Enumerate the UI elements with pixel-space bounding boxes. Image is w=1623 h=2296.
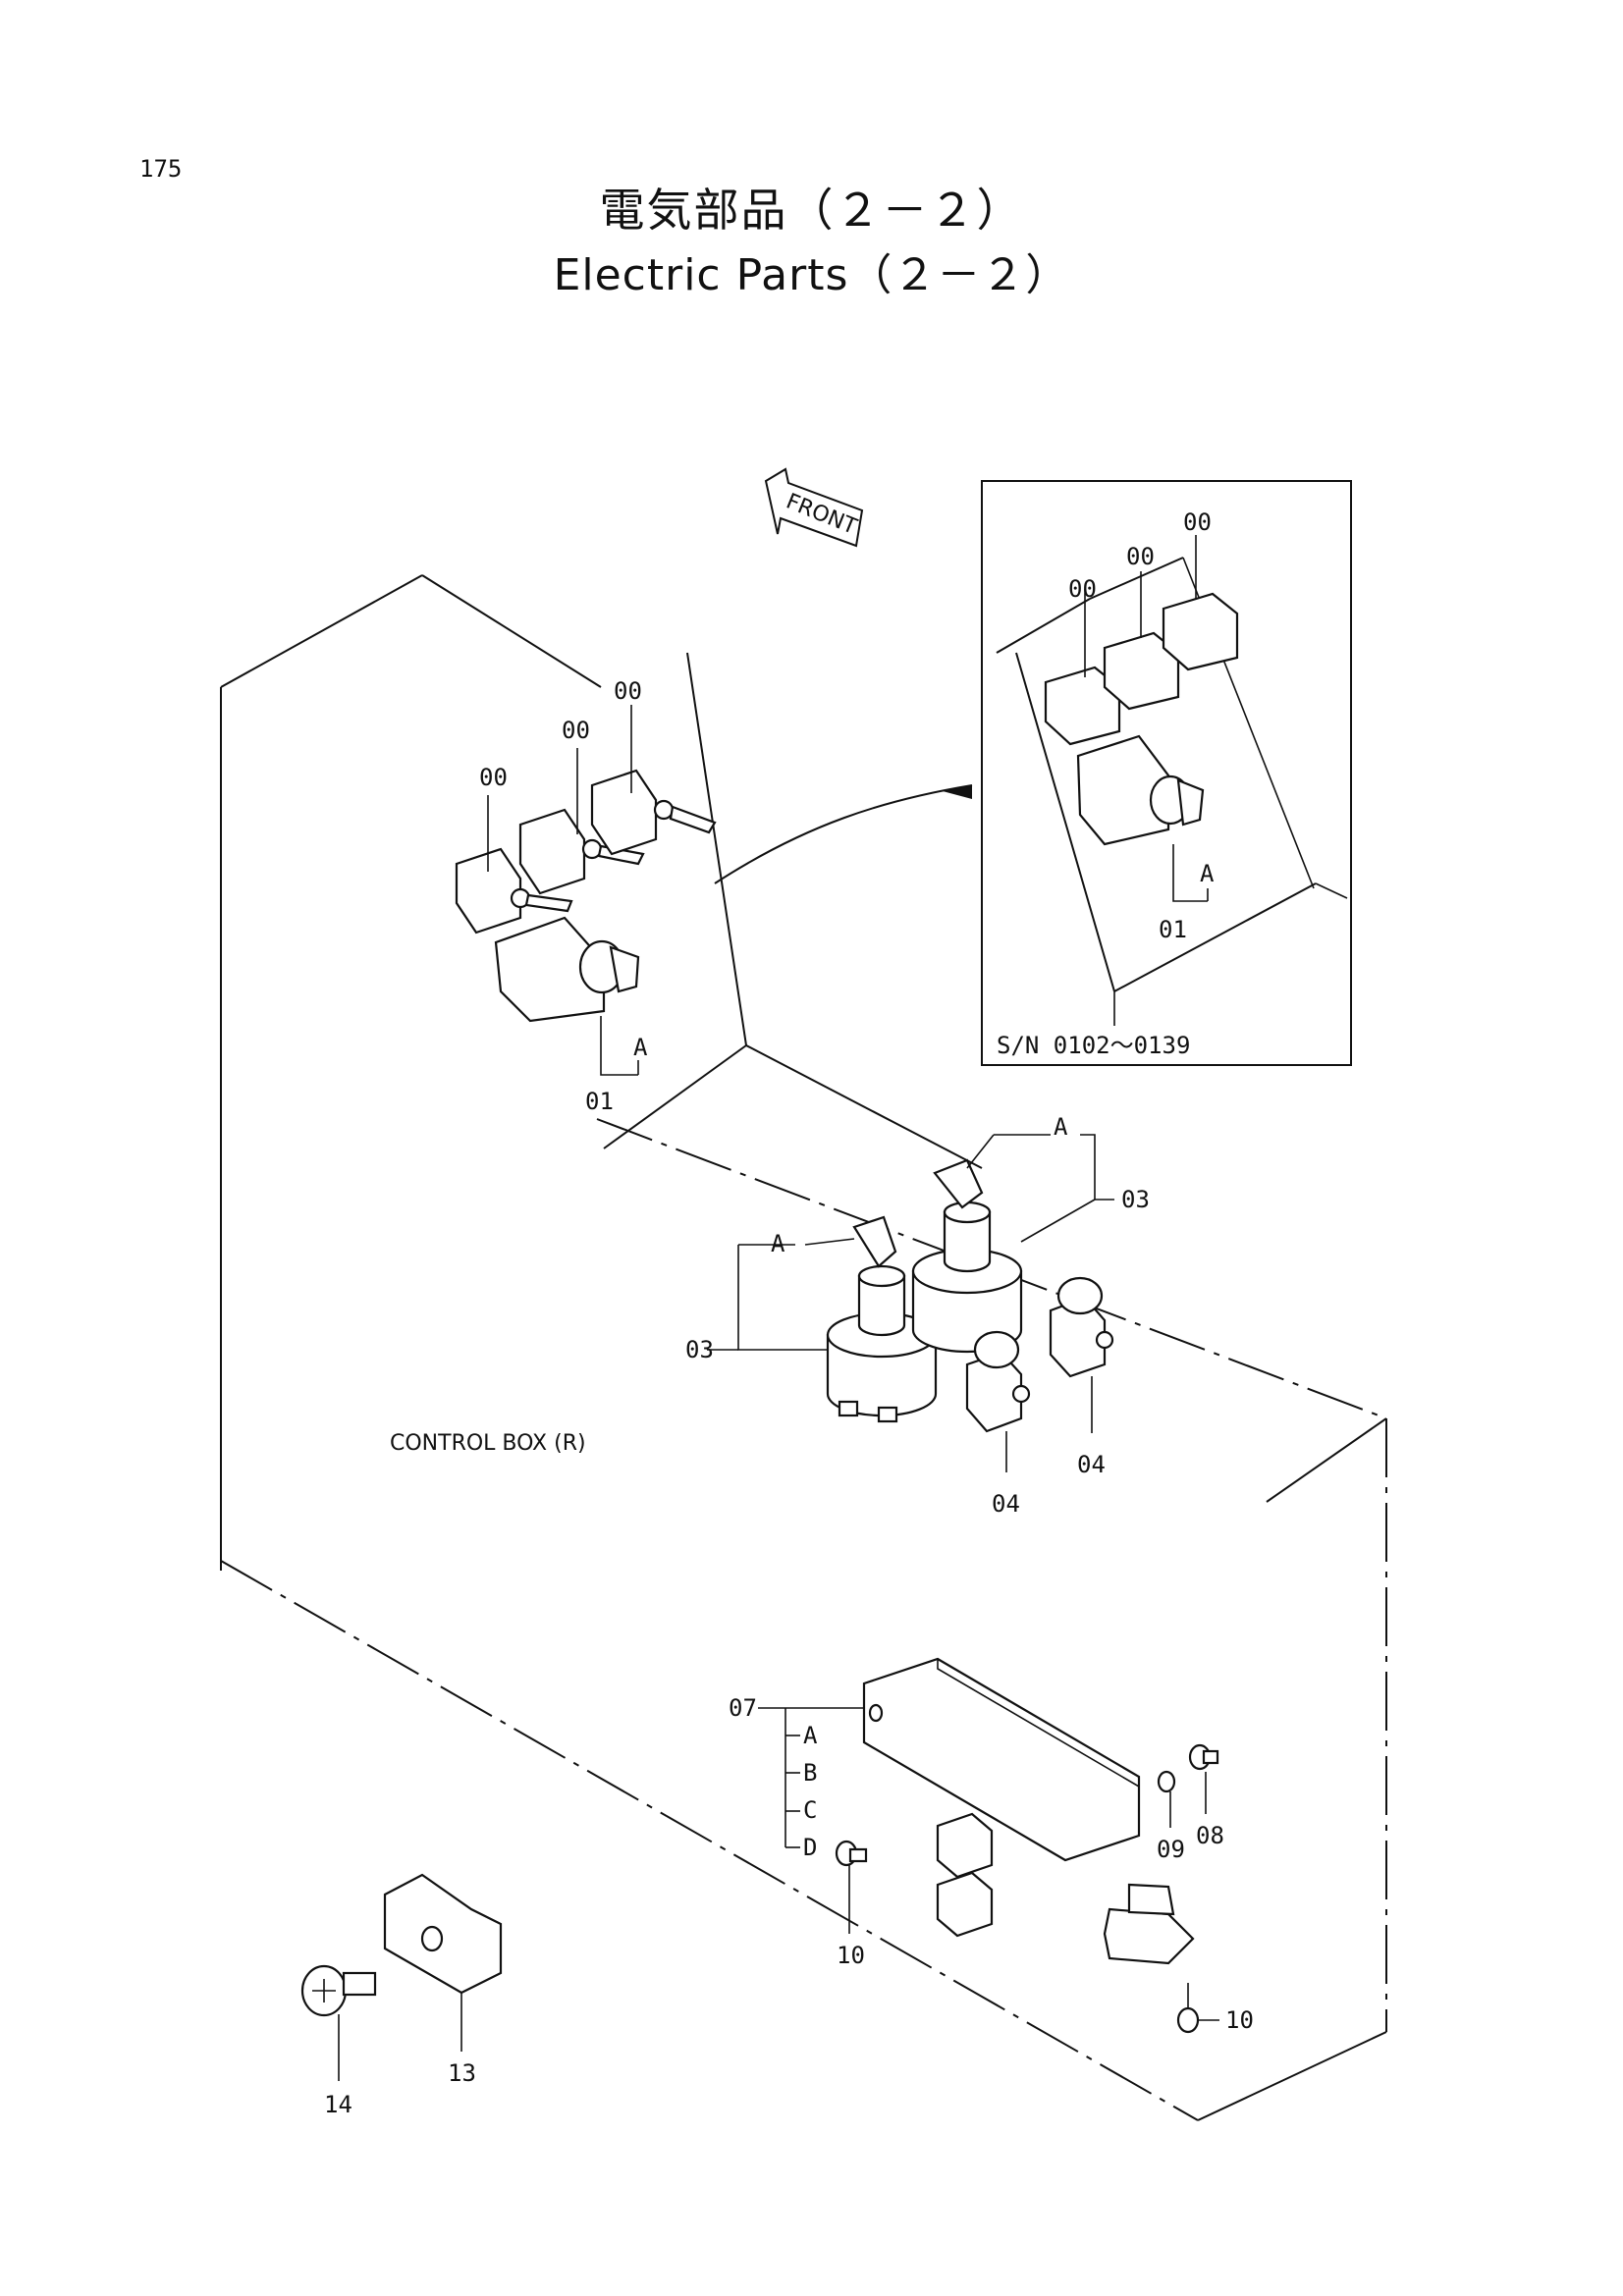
screw-08-icon [1188,1743,1219,1771]
washer-icon [1157,1770,1176,1793]
clamp-block [383,1873,503,1995]
callout-relay-A: A [803,1722,818,1749]
callout-inset-00-c: 00 [1183,508,1212,536]
toggle-switch-1 [455,847,573,934]
rotary-switch [494,916,640,1023]
push-switch-right [1049,1276,1114,1378]
screw-10-right-icon [1176,2006,1219,2034]
control-box-label: CONTROL BOX (R) [390,1431,586,1456]
callout-relay-D: D [803,1834,817,1861]
serial-number-note: S/N 0102～0139 [997,1032,1190,1059]
callout-relay-B: B [803,1759,817,1787]
screw-10-left-icon [835,1840,868,1867]
bolt-icon [300,1964,377,2017]
callout-key-03-left: 03 [685,1336,714,1363]
push-switch-left [965,1330,1031,1433]
callout-relay-C: C [803,1796,817,1824]
callout-screw-10-right: 10 [1225,2006,1254,2034]
callout-screw-10-left: 10 [837,1942,865,1969]
page-title-japanese: 電気部品（２－２） [599,184,1024,237]
callout-relay-07: 07 [729,1694,757,1722]
callout-inset-A: A [1200,860,1215,887]
front-arrow-icon: FRONT [764,467,864,548]
inset-detail: 00 00 00 A 01 S/N 0102～0139 [981,480,1352,1066]
detail-connector [714,784,973,884]
toggle-switch-3 [590,769,717,856]
callout-inset-00-a: 00 [1068,575,1097,603]
detail-connector-thick [943,785,972,799]
callout-main-00-b: 00 [562,717,590,744]
callout-bolt-14: 14 [324,2091,352,2118]
callout-key-A-right: A [1054,1113,1068,1141]
callout-key-03-right: 03 [1121,1186,1150,1213]
callout-push-04-right: 04 [1077,1451,1106,1478]
callout-inset-01: 01 [1159,916,1187,943]
callout-inset-00-b: 00 [1126,543,1155,570]
callout-washer-09: 09 [1157,1836,1185,1863]
callout-key-A-left: A [771,1230,785,1257]
control-box-outline [220,574,1387,2121]
page-number: 175 [139,155,183,183]
callout-main-00-c: 00 [614,677,642,705]
key-switch-right [911,1158,1023,1354]
relay-unit [862,1657,1141,1938]
key-switch-left [826,1215,938,1423]
callout-screw-08: 08 [1196,1822,1224,1849]
callout-push-04-left: 04 [992,1490,1020,1518]
small-relay [1103,1883,1195,1965]
callout-main-01: 01 [585,1088,614,1115]
callout-main-00-a: 00 [479,764,508,791]
callout-block-13: 13 [448,2059,476,2087]
page-title-english: Electric Parts（２－２） [553,250,1070,300]
callout-main-A: A [633,1034,648,1061]
